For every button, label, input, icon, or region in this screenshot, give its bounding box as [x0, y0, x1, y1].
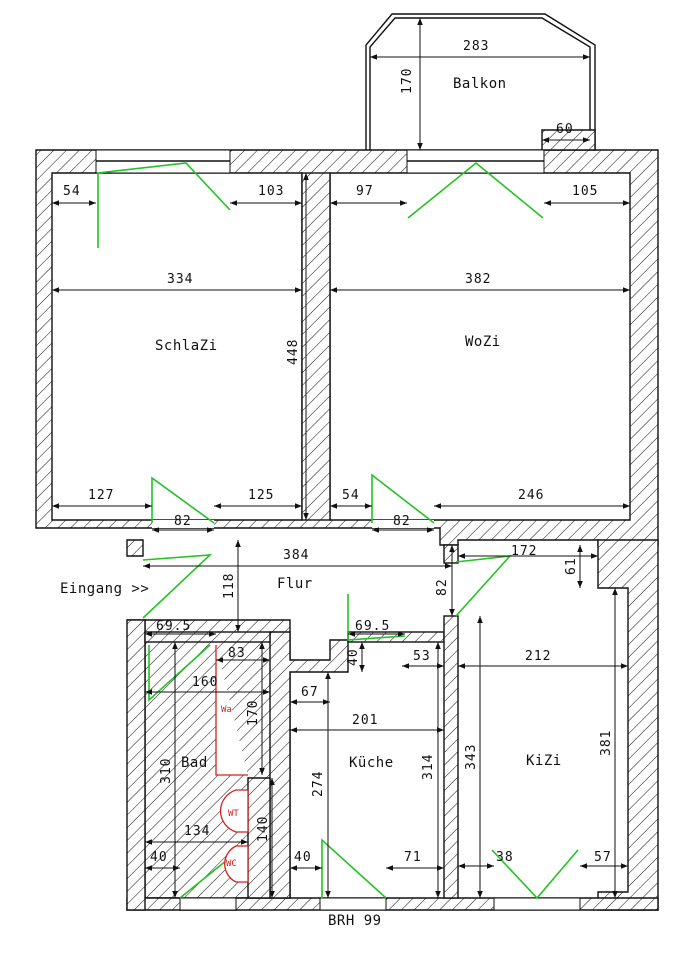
door-swing-bath-window	[179, 855, 233, 899]
dim-label: 314	[421, 754, 436, 780]
dim-label: 448	[286, 339, 301, 365]
dim-label: 310	[159, 758, 174, 784]
walls	[35, 13, 659, 911]
dim-label: 212	[525, 649, 551, 664]
dim-label: 69.5	[156, 619, 191, 634]
room-labels: Balkon SchlaZi WoZi Flur Bad Küche KiZi …	[60, 76, 562, 929]
washing-machine-outline	[215, 645, 248, 776]
dim-label: 283	[463, 39, 489, 54]
dim-label: 140	[256, 816, 271, 842]
room-label-schlazi: SchlaZi	[155, 338, 218, 354]
dim-label: 82	[174, 514, 192, 529]
plan-code: BRH 99	[328, 913, 382, 929]
dim-label: 170	[246, 700, 261, 726]
dim-label: 274	[311, 771, 326, 797]
room-label-flur: Flur	[277, 576, 313, 592]
dim-label: 83	[228, 646, 246, 661]
dim-label: 170	[400, 68, 415, 94]
balcony-outline-inner	[369, 17, 591, 150]
balcony-outline	[365, 13, 596, 150]
fixtures: Wa WT WC	[215, 645, 249, 883]
wall-bath-left	[126, 619, 146, 911]
door-swing-kizi-window	[491, 849, 579, 900]
door-swing-kitchen-window	[321, 838, 387, 899]
window-kizi	[493, 897, 581, 911]
dim-label: 71	[404, 850, 422, 865]
dim-label: 54	[63, 184, 81, 199]
dim-label: 69.5	[355, 619, 390, 634]
dim-label: 82	[435, 578, 450, 596]
room-label-kueche: Küche	[349, 755, 394, 771]
dim-label: 381	[599, 730, 614, 756]
room-label-bad: Bad	[181, 755, 208, 771]
dim-label: 172	[511, 544, 537, 559]
wall-entry-step	[126, 539, 144, 557]
wall-kitchen-kizi	[443, 615, 459, 899]
room-label-kizi: KiZi	[526, 753, 562, 769]
opening-schlazi-door	[152, 520, 214, 528]
washbasin-label: WT	[228, 809, 239, 819]
dim-label: 343	[464, 744, 479, 770]
dim-label: 57	[594, 850, 612, 865]
door-swing-kitchen	[347, 594, 406, 641]
door-swing-bath	[148, 644, 211, 702]
dim-label: 40	[150, 850, 168, 865]
door-swing-kizi	[455, 554, 513, 617]
wall-kizi-pillar	[443, 544, 459, 564]
dim-label: 125	[248, 488, 274, 503]
window-kitchen	[319, 897, 387, 911]
window-bath	[179, 897, 237, 911]
dim-label: 201	[352, 713, 378, 728]
dimension-labels: 283 170 60 54 103 334 448 127 125 82 97 …	[63, 39, 614, 865]
dim-label: 103	[258, 184, 284, 199]
dimension-lines	[52, 18, 630, 898]
opening-wozi-door	[372, 520, 434, 528]
washing-machine-label: Wa	[221, 705, 232, 715]
dim-label: 246	[518, 488, 544, 503]
door-swing-wozi	[371, 473, 435, 524]
dim-label: 118	[222, 573, 237, 599]
dim-label: 382	[465, 272, 491, 287]
dim-label: 40	[294, 850, 312, 865]
dim-label: 97	[356, 184, 374, 199]
door-swing-entry	[142, 554, 213, 619]
windows	[95, 149, 581, 911]
dim-label: 105	[572, 184, 598, 199]
dim-label: 53	[413, 649, 431, 664]
dim-label: 61	[564, 557, 579, 575]
door-swing-schlazi-window	[97, 162, 231, 248]
door-swing-schlazi	[151, 476, 215, 524]
room-label-balkon: Balkon	[453, 76, 507, 92]
washbasin	[219, 789, 249, 833]
dim-label: 54	[342, 488, 360, 503]
dim-label: 334	[167, 272, 193, 287]
dim-label: 40	[346, 648, 361, 666]
dim-label: 134	[184, 824, 210, 839]
wall-right-kizi	[597, 539, 659, 911]
door-swing-wozi-window	[407, 161, 544, 219]
toilet-label: WC	[226, 859, 237, 869]
dim-label: 67	[301, 685, 319, 700]
toilet	[224, 845, 249, 883]
doors	[97, 161, 579, 900]
dim-label: 160	[192, 675, 218, 690]
dim-label: 127	[88, 488, 114, 503]
dim-label: 384	[283, 548, 309, 563]
room-label-wozi: WoZi	[465, 334, 501, 350]
dim-label: 82	[393, 514, 411, 529]
dim-label: 38	[496, 850, 514, 865]
dim-label: 60	[556, 122, 574, 137]
entrance-label: Eingang >>	[60, 581, 149, 597]
wall-upper-outer	[35, 149, 659, 546]
